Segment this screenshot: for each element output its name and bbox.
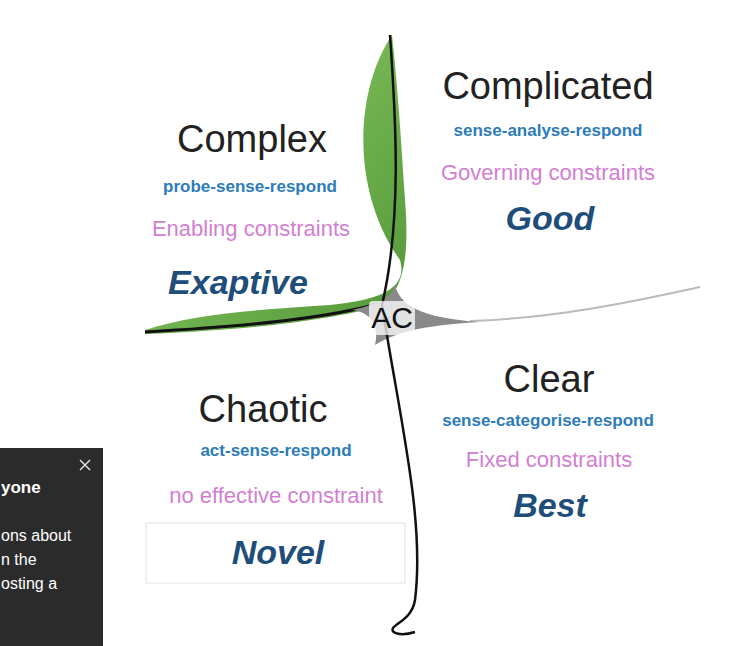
popup-heading: yone [1,478,41,498]
domain-region: Complex probe-sense-respondEnabling const… [110,95,400,310]
practice-text: Best [513,486,587,525]
center-label: AC [369,301,415,336]
domain-region: Chaotic act-sense-respond no effective con… [130,380,415,590]
close-icon [80,460,90,470]
aporetic-shape [352,285,480,345]
domain-region: Clear sense-categorise-respondFixed const… [405,350,705,530]
constraint-text: Enabling constraints [152,216,350,241]
boundary-line [145,302,385,332]
practice-text: Exaptive [168,263,308,302]
constraint-text: Fixed constraints [466,447,632,472]
method-text: act-sense-respond [200,441,351,461]
constraint-text: no effective constraint [169,483,383,508]
method-text: sense-categorise-respond [442,411,654,431]
domain-name: Chaotic [199,388,328,432]
popup-body: ons about n the osting a [1,524,81,596]
practice-text: Good [506,199,595,238]
domain-name: Complicated [442,65,653,109]
domain-region: Complicated sense-analyse-respondGovernin… [400,55,710,245]
popup-panel [0,448,103,646]
method-text: probe-sense-respond [163,177,337,197]
boundary-line [470,287,700,321]
method-text: sense-analyse-respond [454,121,643,141]
constraint-text: Governing constraints [441,160,655,185]
practice-text: Novel [232,533,325,572]
domain-name: Complex [177,118,327,162]
domain-name: Clear [504,358,595,402]
novel-frame [146,523,405,583]
center-mark: AC [355,295,415,340]
notification-popup: yone ons about n the osting a [0,448,103,646]
green-band [145,35,406,334]
